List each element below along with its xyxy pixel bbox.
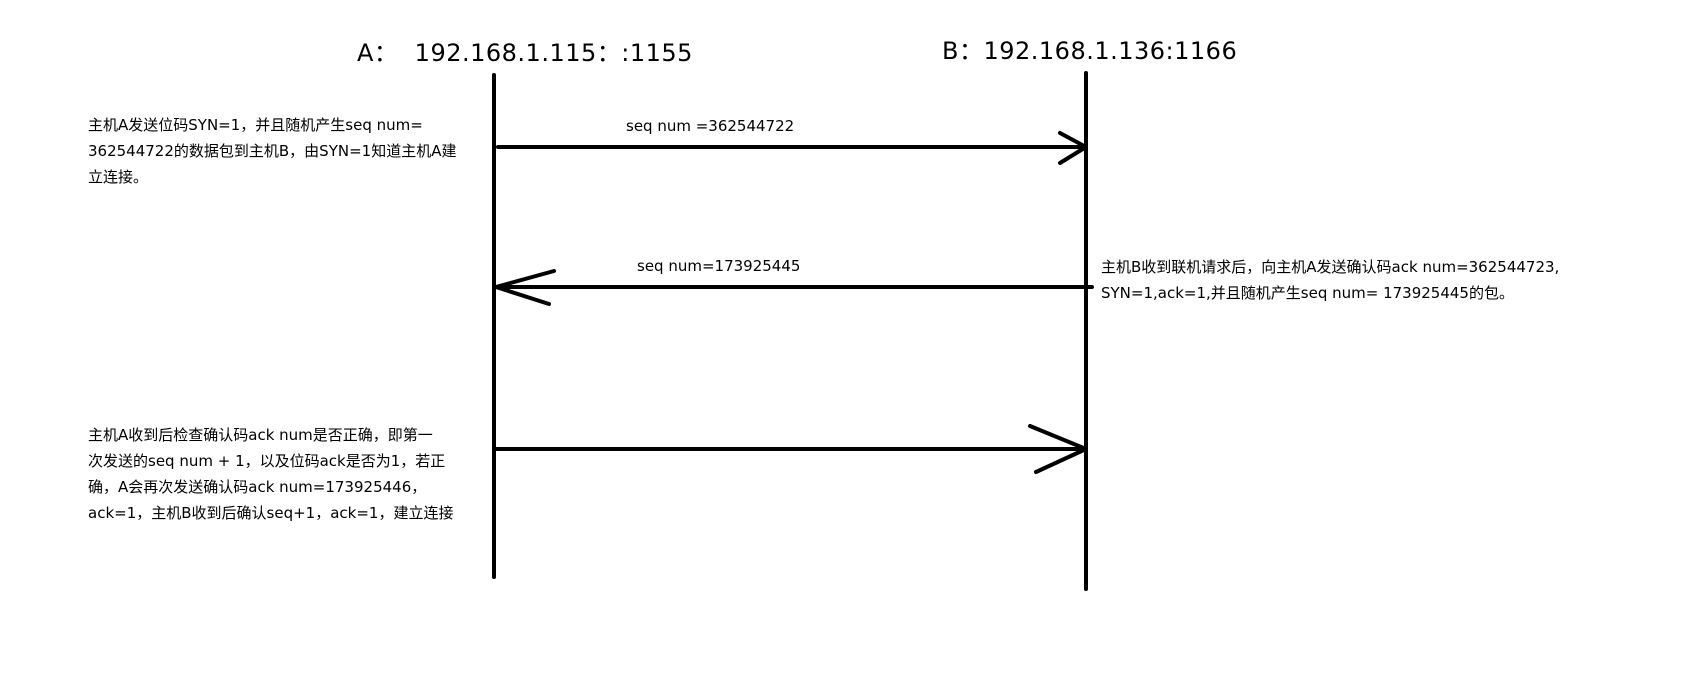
- message-arrow-ack: [492, 424, 1088, 474]
- host-a-label: A： 192.168.1.115：:1155: [357, 39, 693, 67]
- step1-note-line: 362544722的数据包到主机B，由SYN=1知道主机A建: [88, 142, 457, 160]
- step3-note-line: 次发送的seq num + 1，以及位码ack是否为1，若正: [88, 452, 446, 470]
- step3-note-line: 主机A收到后检查确认码ack num是否正确，即第一: [88, 426, 433, 444]
- message-label-syn: seq num =362544722: [626, 117, 795, 135]
- host-b-label: B：192.168.1.136:1166: [942, 37, 1238, 65]
- message-arrow-syn: [496, 131, 1088, 165]
- step3-note-line: 确，A会再次发送确认码ack num=173925446，: [88, 478, 427, 496]
- step2-note: 主机B收到联机请求后，向主机A发送确认码ack num=362544723, S…: [1101, 254, 1559, 306]
- step1-note-line: 立连接。: [88, 168, 149, 186]
- step1-note: 主机A发送位码SYN=1，并且随机产生seq num= 362544722的数据…: [88, 112, 456, 190]
- step2-note-line: 主机B收到联机请求后，向主机A发送确认码ack num=362544723,: [1101, 258, 1560, 276]
- step3-note-line: ack=1，主机B收到后确认seq+1，ack=1，建立连接: [88, 504, 454, 522]
- step2-note-line: SYN=1,ack=1,并且随机产生seq num= 173925445的包。: [1101, 284, 1514, 302]
- step3-note: 主机A收到后检查确认码ack num是否正确，即第一 次发送的seq num +…: [88, 422, 453, 526]
- step1-note-line: 主机A发送位码SYN=1，并且随机产生seq num=: [88, 116, 423, 134]
- message-label-syn-ack: seq num=173925445: [637, 257, 801, 275]
- message-arrow-syn-ack: [492, 269, 1094, 306]
